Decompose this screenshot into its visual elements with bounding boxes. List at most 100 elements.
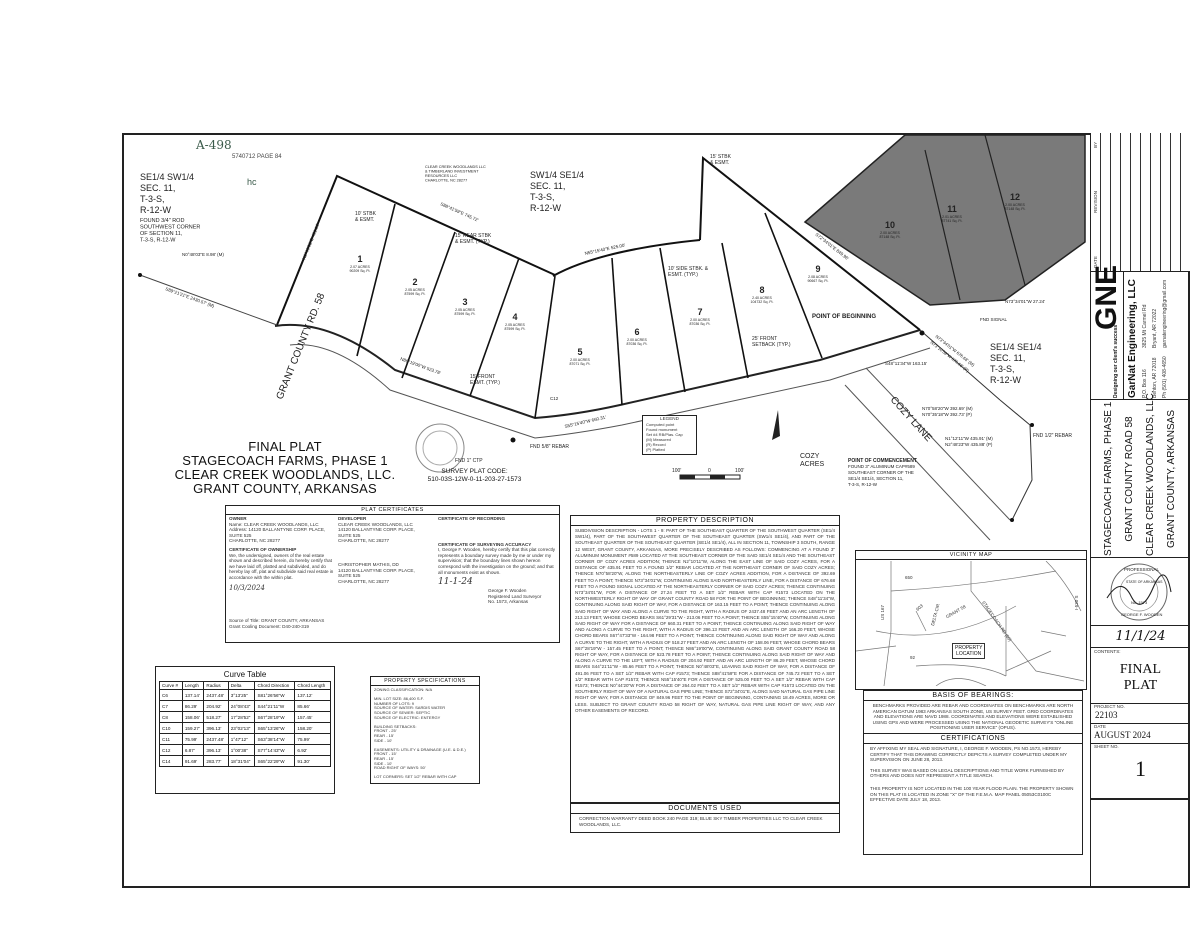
curve-table-header: Curve # (159, 681, 183, 690)
scale-bar (679, 474, 741, 480)
basis-of-bearings-text: BENCHMARKS PROVIDED ARE REBAR AND COORDI… (872, 703, 1074, 731)
road-row-north (274, 324, 921, 420)
scale-label: 0 (708, 468, 711, 474)
curve-table-cell: 158.20' (294, 722, 331, 734)
lot-number: 8 (759, 285, 764, 295)
fnd-signal-label: FND SIGNAL (980, 317, 1008, 322)
lot-sqft: 90667 Sq. Ft. (807, 279, 828, 283)
certification-text: THIS PROPERTY IS NOT LOCATED IN THE 100 … (870, 785, 1074, 803)
project-number-block: PROJECT NO. 22103 (1090, 704, 1190, 724)
curve-table-cell: 75.99' (181, 733, 205, 745)
tie-bearing-label: N0°48'03"E 8.98' (M) (182, 252, 224, 257)
adjoiner-label: CHARLOTTE, NC 28277 (425, 179, 467, 183)
lot-number: 5 (577, 347, 582, 357)
front-easement-label: 15' FRONT (470, 374, 495, 380)
curve-table-header: Chord Length (294, 681, 331, 690)
section-label: SE1/4 SE1/4 (990, 342, 1042, 352)
lot-number: 12 (1010, 192, 1020, 202)
lot-acres: 2.01 ACRES (942, 215, 962, 219)
lot-sqft: 87036 Sq. Ft. (626, 342, 647, 346)
company-block: GNE Designing our client's success GarNa… (1090, 265, 1190, 400)
owner-date: 10/3/2024 (229, 583, 265, 592)
certification-text: THIS SURVEY WAS BASED ON LEGAL DESCRIPTI… (870, 767, 1065, 779)
curve-table-cell: 396.13' (203, 722, 229, 734)
poc-label: T-3-S, R-12-W (848, 482, 878, 487)
spec-line: MIN. LOT SIZE: 86,400 S.F. (374, 696, 424, 702)
rear-setback-label: 15' REAR STBK (455, 233, 492, 239)
tie-east-bearing: N73°34'01"W 27.24' (1005, 299, 1045, 304)
shaded-lots-10-12 (803, 134, 1086, 306)
curve-table-cell: 75.99' (294, 733, 331, 745)
basis-of-bearings: BASIS OF BEARINGS: BENCHMARKS PROVIDED A… (863, 690, 1083, 855)
curve-table-cell: 86.29' (181, 700, 205, 712)
south-line2-bearing: S55°15'40"W 660.31' (564, 415, 607, 429)
surveyor-line: George F. Wooden (488, 588, 527, 594)
section-label: SEC. 11, (530, 181, 565, 191)
bearing-label: N1°12'11"W 435.91' (M) (945, 436, 993, 441)
seal-block: PROFESSIONAL STATE OF ARKANSAS GEORGE F.… (1090, 558, 1190, 626)
property-specifications: PROPERTY SPECIFICATIONS ZONING CLASSIFIC… (370, 676, 480, 784)
adjoiner-label: RESOURCES LLC (425, 174, 457, 178)
legend-item: (R) Record (646, 441, 666, 447)
curve-table-header: Delta (227, 681, 256, 690)
vicinity-map-drawing (856, 561, 1084, 686)
seal-text: GEORGE F. WOODEN (1121, 612, 1162, 617)
sw-corner-label: SOUTHWEST CORNER (140, 225, 200, 231)
lot-sqft: 87741 Sq. Ft. (941, 219, 962, 223)
lot-number: 1 (357, 254, 362, 264)
lot1-west-bearing: N0°48'03"E 491.06' (301, 222, 320, 260)
survey-cert-label: CERTIFICATE OF SURVEYING ACCURACY (438, 541, 532, 547)
lot-divider (469, 257, 520, 397)
project-no-label: PROJECT NO. (1094, 704, 1125, 709)
lot-acres: 2.00 ACRES (690, 318, 710, 322)
project-name-line: STAGECOACH FARMS, PHASE 1 (1103, 401, 1114, 556)
curve-table-cell: 396.13' (203, 744, 229, 756)
lot-number: 6 (634, 327, 639, 337)
curve-table-cell: S81°26'56"W (254, 689, 296, 701)
curve-table-title: Curve Table (223, 670, 267, 679)
north-arrow-icon (772, 410, 780, 440)
curve-table-cell: 204.92' (203, 700, 229, 712)
handwritten-file-number: A-498 (196, 138, 232, 152)
company-address-line: Bryant, AR 72022 (1152, 308, 1158, 348)
curve-table-cell: 17°28'52" (227, 711, 256, 723)
seal-date: 11/1/24 (1115, 629, 1166, 644)
section-label: R-12-W (140, 205, 172, 215)
lot-acres: 2.00 ACRES (880, 231, 900, 235)
fnd-rebar-marker (1030, 423, 1034, 427)
section-label: R-12-W (990, 375, 1022, 385)
contents-line: PLAT (1123, 677, 1158, 693)
owner-signer-line: SUITE 525 (338, 573, 361, 579)
developer-label: DEVELOPER (338, 516, 367, 521)
spec-line: REAR - 15' (374, 732, 394, 738)
spec-line: FRONT - 25' (374, 728, 397, 734)
sheet-number: 1 (1135, 755, 1146, 781)
certification-text: BY AFFIXING MY SEAL AND SIGNATURE, I, GE… (870, 745, 1067, 763)
lot-sqft: 87148 Sq. Ft. (1004, 207, 1025, 211)
survey-code-label: SURVEY PLAT CODE: (441, 468, 508, 475)
property-specs-title: PROPERTY SPECIFICATIONS (371, 677, 479, 686)
lot-sqft: 87599 Sq. Ft. (504, 327, 525, 331)
seal-text: No. 1573 (1131, 600, 1148, 605)
company-address-line: garnatengineering@gmail.com (1162, 279, 1168, 348)
curve-table-cell: 23°02'13" (227, 722, 256, 734)
curve-table-cell: S44°21'11"W (254, 700, 296, 712)
curve-table-cell: 137.12' (294, 689, 331, 701)
cozy-lane-line (844, 384, 991, 541)
ownership-label: CERTIFICATE OF OWNERSHIP (229, 546, 297, 552)
surveyor-line: No. 1573, Arkansas (488, 599, 529, 605)
surveyor-signature (1106, 574, 1172, 605)
plat-certificates: PLAT CERTIFICATES OWNER Name: CLEAR CREE… (225, 505, 560, 643)
spec-line: ROAD RIGHT OF WAYS: 50' (374, 765, 426, 771)
revision-block: DATE REVISION BY (1090, 133, 1190, 272)
fnd-rebar-label: FND 5/8" REBAR (530, 444, 569, 450)
property-location-text: LOCATION (956, 651, 982, 657)
curve-table-cell: 2437.48' (203, 733, 229, 745)
fnd-ctp-marker (510, 437, 516, 443)
lot-sqft: 104732 Sq. Ft. (751, 300, 774, 304)
vicinity-road-label: I-530 S (1074, 595, 1079, 610)
